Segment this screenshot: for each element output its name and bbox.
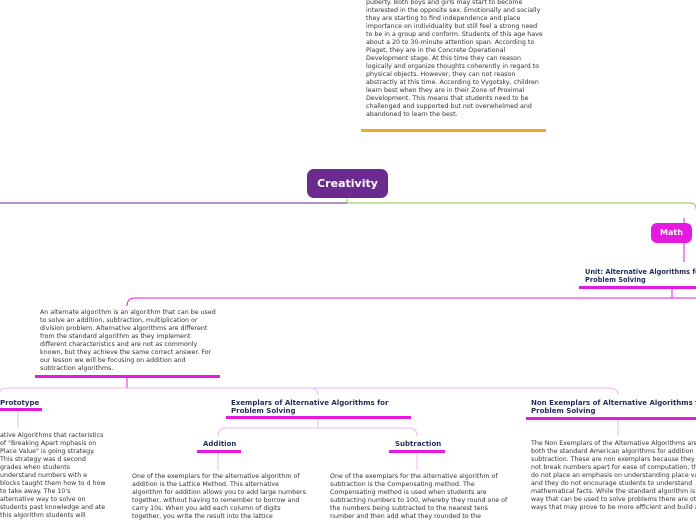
subtraction-title[interactable]: Subtraction: [395, 440, 442, 448]
subtraction-underline: [389, 450, 445, 453]
addition-note: One of the exemplars for the alternative…: [132, 473, 306, 520]
addition-underline: [197, 450, 241, 453]
exemplars-underline: [226, 416, 411, 419]
unit-left-line: [126, 297, 672, 307]
definition-note: An alternate algorithm is an algorithm t…: [40, 309, 216, 372]
subtraction-branch: [318, 427, 418, 437]
definition-underline: [35, 375, 220, 378]
non-exemplars-note-box: The Non Exemplars of the Alternative Alg…: [531, 440, 696, 520]
non-exemplars-title-box[interactable]: Non Exemplars of Alternative Algorithms …: [531, 399, 696, 415]
non-exemplars-title: Non Exemplars of Alternative Algorithms …: [531, 399, 696, 415]
prototype-underline: [0, 408, 42, 411]
math-topic[interactable]: Math: [651, 223, 692, 243]
exemplars-title[interactable]: Exemplars of Alternative Algorithms for …: [231, 399, 389, 415]
unit-underline: [579, 286, 696, 289]
unit-title[interactable]: Unit: Alternative Algorithms for Problem…: [585, 268, 696, 284]
non-exemplars-underline: [526, 417, 696, 420]
top-note: puberty. Both boys and girls may start t…: [366, 0, 543, 118]
addition-title[interactable]: Addition: [203, 440, 237, 448]
unit-title-text: Unit: Alternative Algorithms for Problem…: [585, 268, 696, 284]
exemplars-branch: [127, 387, 319, 396]
unit-branch-line: [671, 289, 696, 299]
top-note-underline: [361, 129, 546, 132]
prototype-branch: [0, 387, 127, 393]
prototype-title[interactable]: Prototype: [0, 399, 40, 407]
prototype-note: ative Algorithms that racteristics of "B…: [0, 432, 106, 519]
central-topic[interactable]: Creativity: [307, 169, 388, 198]
subtraction-note: One of the exemplars for the alternative…: [330, 473, 508, 520]
central-right-line: [346, 199, 696, 210]
non-exemplars-branch: [127, 387, 619, 396]
addition-branch: [217, 427, 318, 437]
non-exemplars-note: The Non Exemplars of the Alternative Alg…: [531, 440, 696, 511]
